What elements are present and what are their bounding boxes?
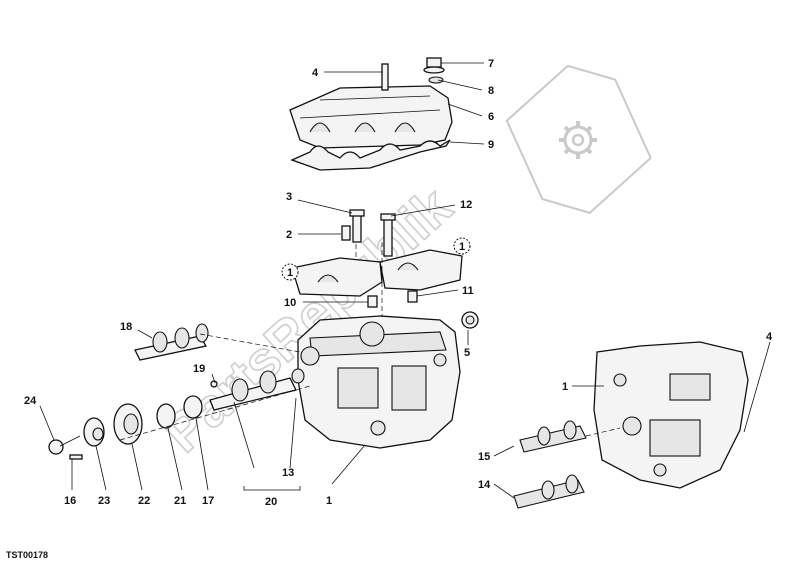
part-label-11: 11 [462, 285, 474, 297]
part-label-5: 5 [464, 347, 470, 359]
part-label-14: 14 [478, 479, 491, 491]
circled-mark-2: 1 [453, 237, 471, 255]
camshaft-upper [134, 323, 209, 361]
diagram-code: TST00178 [6, 550, 48, 560]
cam-caps [291, 249, 463, 297]
cylinder-head-front [297, 315, 461, 449]
svg-text:1: 1 [459, 241, 465, 253]
oil-cap [423, 57, 445, 84]
part-label-1-side: 1 [562, 381, 568, 393]
watermark-gear-icon [505, 64, 652, 214]
cover-gasket [290, 139, 451, 171]
part-label-1-front: 1 [326, 495, 332, 507]
part-label-4-side: 4 [766, 331, 773, 343]
part-label-16: 16 [64, 495, 76, 507]
part-label-6: 6 [488, 111, 494, 123]
part-label-8: 8 [488, 85, 494, 97]
valve-cover [289, 85, 453, 149]
bracket-20 [243, 486, 301, 491]
plug [461, 311, 479, 329]
part-label-15: 15 [478, 451, 490, 463]
part-label-24: 24 [24, 395, 37, 407]
cover-stud [381, 63, 389, 91]
part-label-13: 13 [282, 467, 294, 479]
part-label-19: 19 [193, 363, 205, 375]
svg-text:1: 1 [287, 267, 293, 279]
leader-lines [39, 62, 771, 499]
part-label-21: 21 [174, 495, 186, 507]
pulley-assembly [48, 380, 218, 460]
cylinder-head-side [513, 341, 749, 509]
part-label-4: 4 [312, 67, 319, 79]
camshaft-lower [209, 368, 305, 411]
part-label-7: 7 [488, 58, 494, 70]
part-label-9: 9 [488, 139, 494, 151]
dowels [367, 290, 418, 308]
part-label-17: 17 [202, 495, 214, 507]
bolts [341, 209, 396, 257]
part-label-20: 20 [265, 496, 277, 508]
part-label-22: 22 [138, 495, 150, 507]
part-label-10: 10 [284, 297, 296, 309]
part-labels: 4 7 8 6 9 3 12 2 10 11 18 5 4 19 1 24 15… [24, 58, 773, 508]
part-label-2: 2 [286, 229, 292, 241]
part-label-23: 23 [98, 495, 110, 507]
circled-mark-1: 1 [281, 263, 299, 281]
part-label-3: 3 [286, 191, 292, 203]
part-label-12: 12 [460, 199, 472, 211]
part-label-18: 18 [120, 321, 132, 333]
